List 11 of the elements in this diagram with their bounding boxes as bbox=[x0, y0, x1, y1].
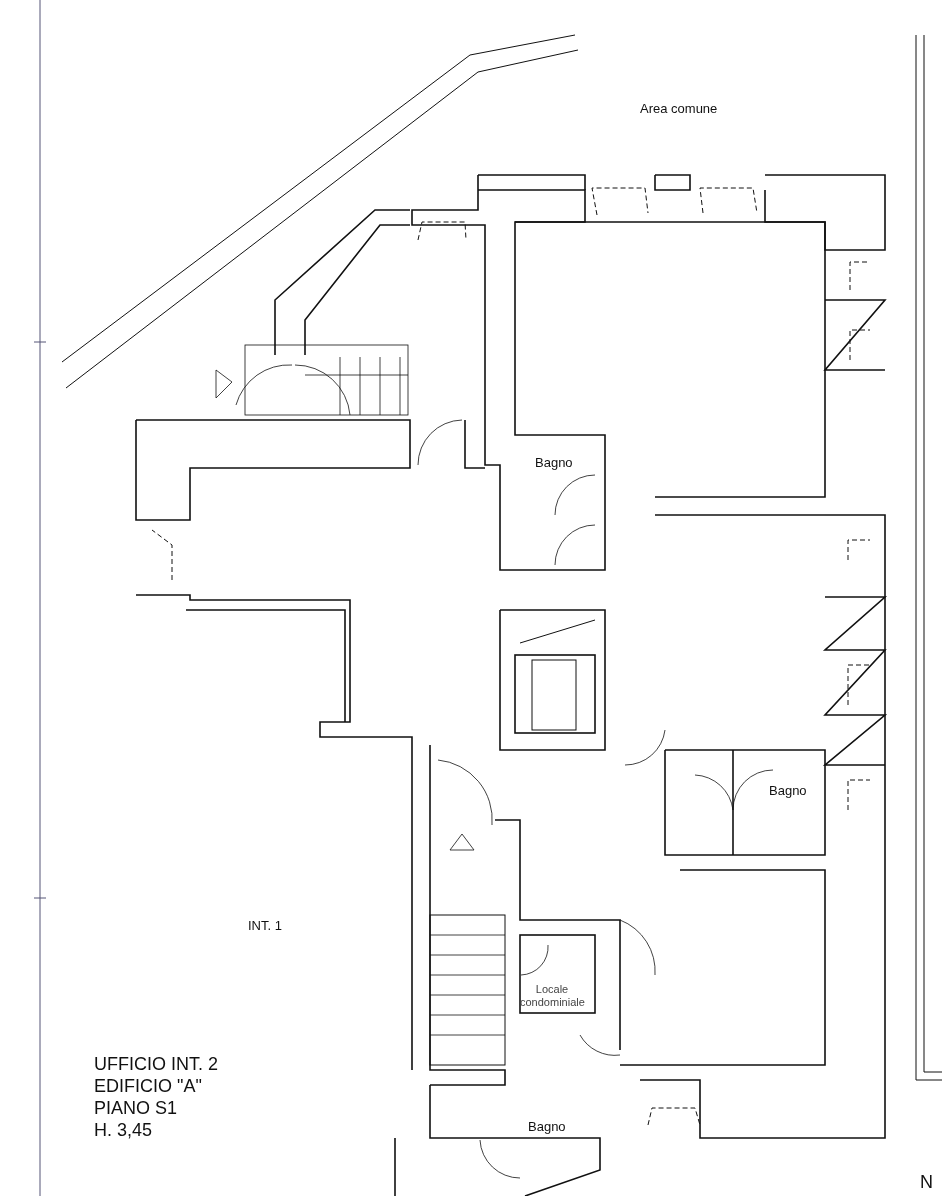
height-text: H. 3,45 bbox=[94, 1120, 153, 1141]
room-label: Locale condominiale bbox=[520, 983, 584, 1009]
title-text: PIANO S1 bbox=[94, 1098, 178, 1119]
north-label: N bbox=[920, 1172, 933, 1193]
title-text: EDIFICIO "A" bbox=[94, 1076, 202, 1097]
room-label: Bagno bbox=[528, 1120, 566, 1135]
room-label: Bagno bbox=[535, 456, 573, 471]
area-label: Area comune bbox=[640, 102, 718, 117]
unit-label: INT. 1 bbox=[248, 919, 282, 934]
room-label: Bagno bbox=[769, 784, 807, 799]
title-text: UFFICIO INT. 2 bbox=[94, 1054, 218, 1075]
